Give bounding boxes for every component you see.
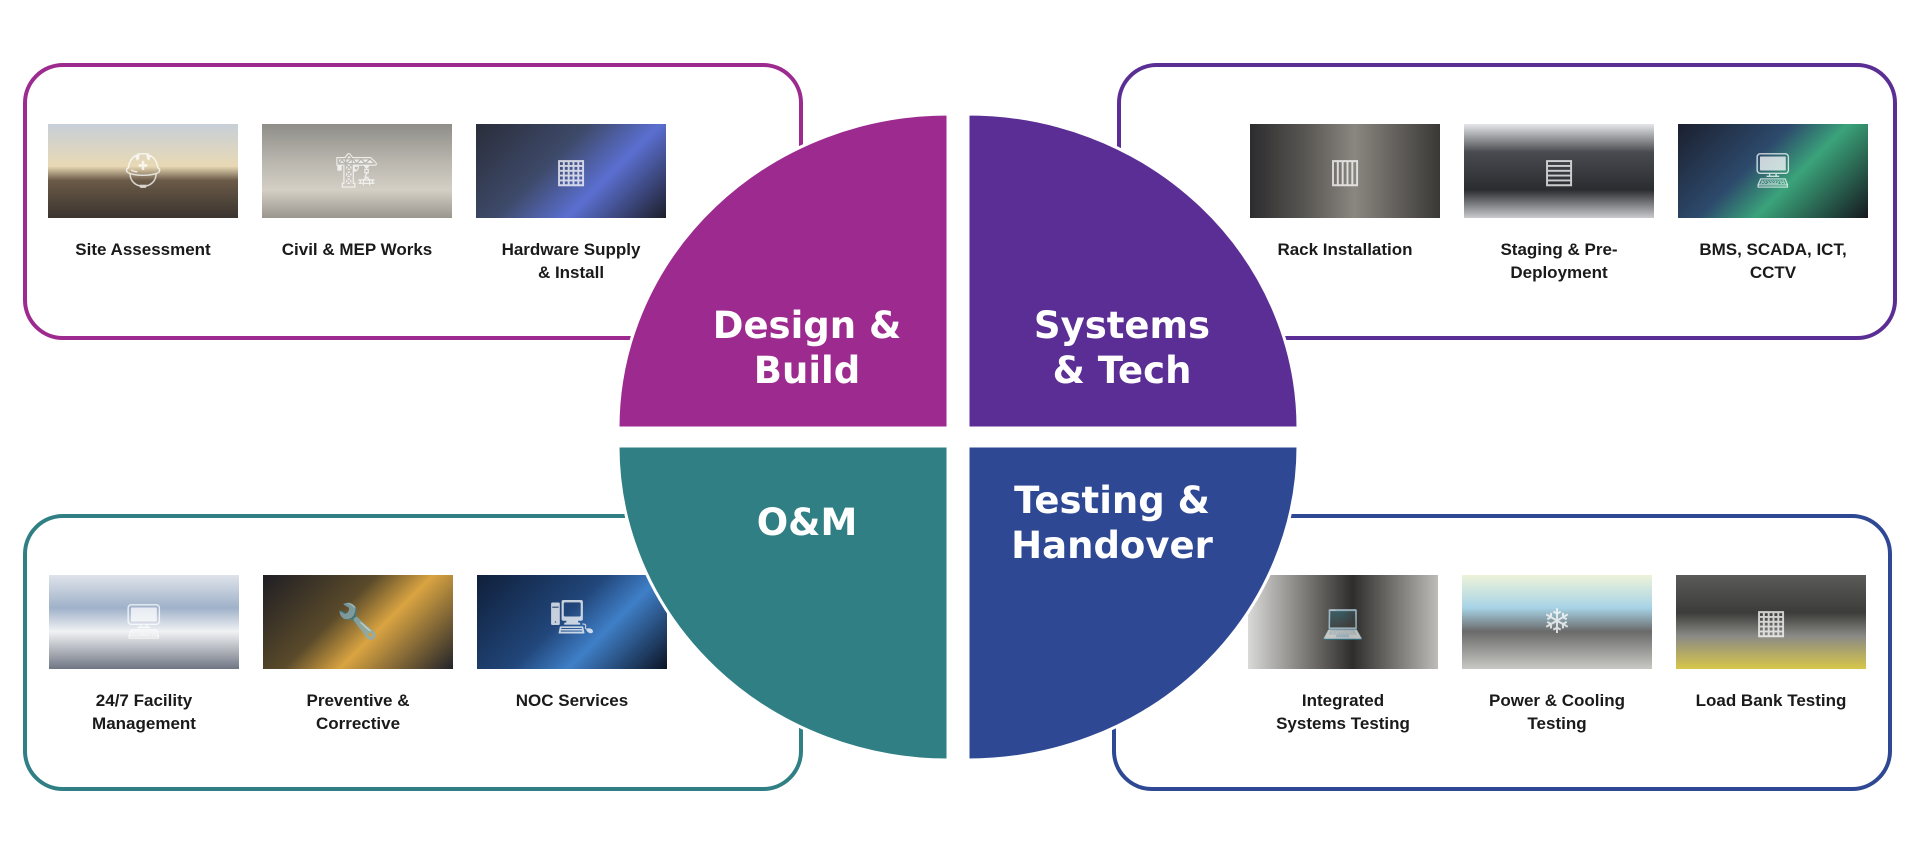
item-civil-mep-works: 🏗 Civil & MEP Works (262, 124, 452, 284)
bms-photo: 🖥 (1678, 124, 1868, 218)
rack-photo: ▥ (1250, 124, 1440, 218)
item-label: BMS, SCADA, ICT, CCTV (1699, 240, 1847, 282)
item-label: Power & Cooling Testing (1489, 691, 1625, 733)
item-staging: ▤ Staging & Pre- Deployment (1464, 124, 1654, 284)
cooling-icon: ❄ (1542, 603, 1572, 641)
item-noc-services: 🖳 NOC Services (477, 575, 667, 735)
quadrant-label-line1: O&M (757, 501, 858, 544)
hardware-photo: ▦ (476, 124, 666, 218)
item-site-assessment: ⛑ Site Assessment (48, 124, 238, 284)
quadrant-label-line2: & Tech (1053, 349, 1192, 392)
load-bank-photo: ▦ (1676, 575, 1866, 669)
item-power-cooling-testing: ❄ Power & Cooling Testing (1462, 575, 1652, 735)
civil-mep-photo: 🏗 (262, 124, 452, 218)
quadrant-label-line2: Build (754, 349, 860, 392)
item-label: Hardware Supply & Install (501, 240, 641, 282)
item-label: Civil & MEP Works (281, 240, 433, 259)
quadrant-label-line2: Handover (1011, 524, 1213, 567)
facility-photo: 🖥 (49, 575, 239, 669)
item-bms-scada: 🖥 BMS, SCADA, ICT, CCTV (1678, 124, 1868, 284)
item-facility-management: 🖥 24/7 Facility Management (49, 575, 239, 735)
staging-photo: ▤ (1464, 124, 1654, 218)
panel-om: 🖥 24/7 Facility Management 🔧 Preventive … (23, 514, 803, 791)
item-label: 24/7 Facility Management (92, 691, 196, 733)
maintenance-icon: 🔧 (336, 603, 380, 641)
item-label: Preventive & Corrective (306, 691, 410, 733)
item-rack-installation: ▥ Rack Installation (1250, 124, 1440, 284)
site-assessment-photo: ⛑ (48, 124, 238, 218)
load-bank-icon: ▦ (1754, 603, 1788, 641)
quadrant-label-line1: Testing & (1014, 479, 1210, 522)
monitor-icon: 🖥 (1751, 152, 1795, 190)
item-preventive-corrective: 🔧 Preventive & Corrective (263, 575, 453, 735)
quadrant-om: O&M (616, 444, 950, 762)
cooling-photo: ❄ (1462, 575, 1652, 669)
item-label: Integrated Systems Testing (1276, 691, 1410, 733)
noc-photo: 🖳 (477, 575, 667, 669)
item-label: Load Bank Testing (1695, 691, 1847, 710)
panel-design-build: ⛑ Site Assessment 🏗 Civil & MEP Works ▦ … (23, 63, 803, 340)
center-wheel: Design & Build Systems & Tech O&M Testin… (616, 112, 1300, 762)
integrated-testing-photo: 💻 (1248, 575, 1438, 669)
control-room-icon: 🖥 (122, 603, 166, 641)
quadrant-label-line1: Systems (1034, 304, 1210, 347)
maintenance-photo: 🔧 (263, 575, 453, 669)
quadrant-label-line1: Design & (713, 304, 902, 347)
item-load-bank-testing: ▦ Load Bank Testing (1676, 575, 1866, 735)
item-label: Site Assessment (75, 240, 211, 259)
panel-testing-handover: 💻 Integrated Systems Testing ❄ Power & C… (1112, 514, 1892, 791)
hard-hat-icon: ⛑ (121, 152, 165, 190)
laptop-icon: 💻 (1321, 603, 1365, 641)
item-label: Staging & Pre- Deployment (1500, 240, 1618, 282)
item-integrated-systems-testing: 💻 Integrated Systems Testing (1248, 575, 1438, 735)
quadrant-testing-handover: Testing & Handover (966, 444, 1300, 762)
item-label: NOC Services (515, 691, 629, 710)
rack-icon: ▥ (1328, 152, 1362, 190)
noc-icon: 🖳 (549, 598, 595, 637)
item-hardware-supply: ▦ Hardware Supply & Install (476, 124, 666, 284)
quadrant-systems-tech: Systems & Tech (966, 112, 1300, 430)
server-icon: ▦ (554, 152, 588, 190)
item-label: Rack Installation (1277, 240, 1413, 259)
quadrant-design-build: Design & Build (616, 112, 950, 430)
datacenter-icon: ▤ (1542, 152, 1576, 190)
construction-icon: 🏗 (335, 152, 379, 190)
